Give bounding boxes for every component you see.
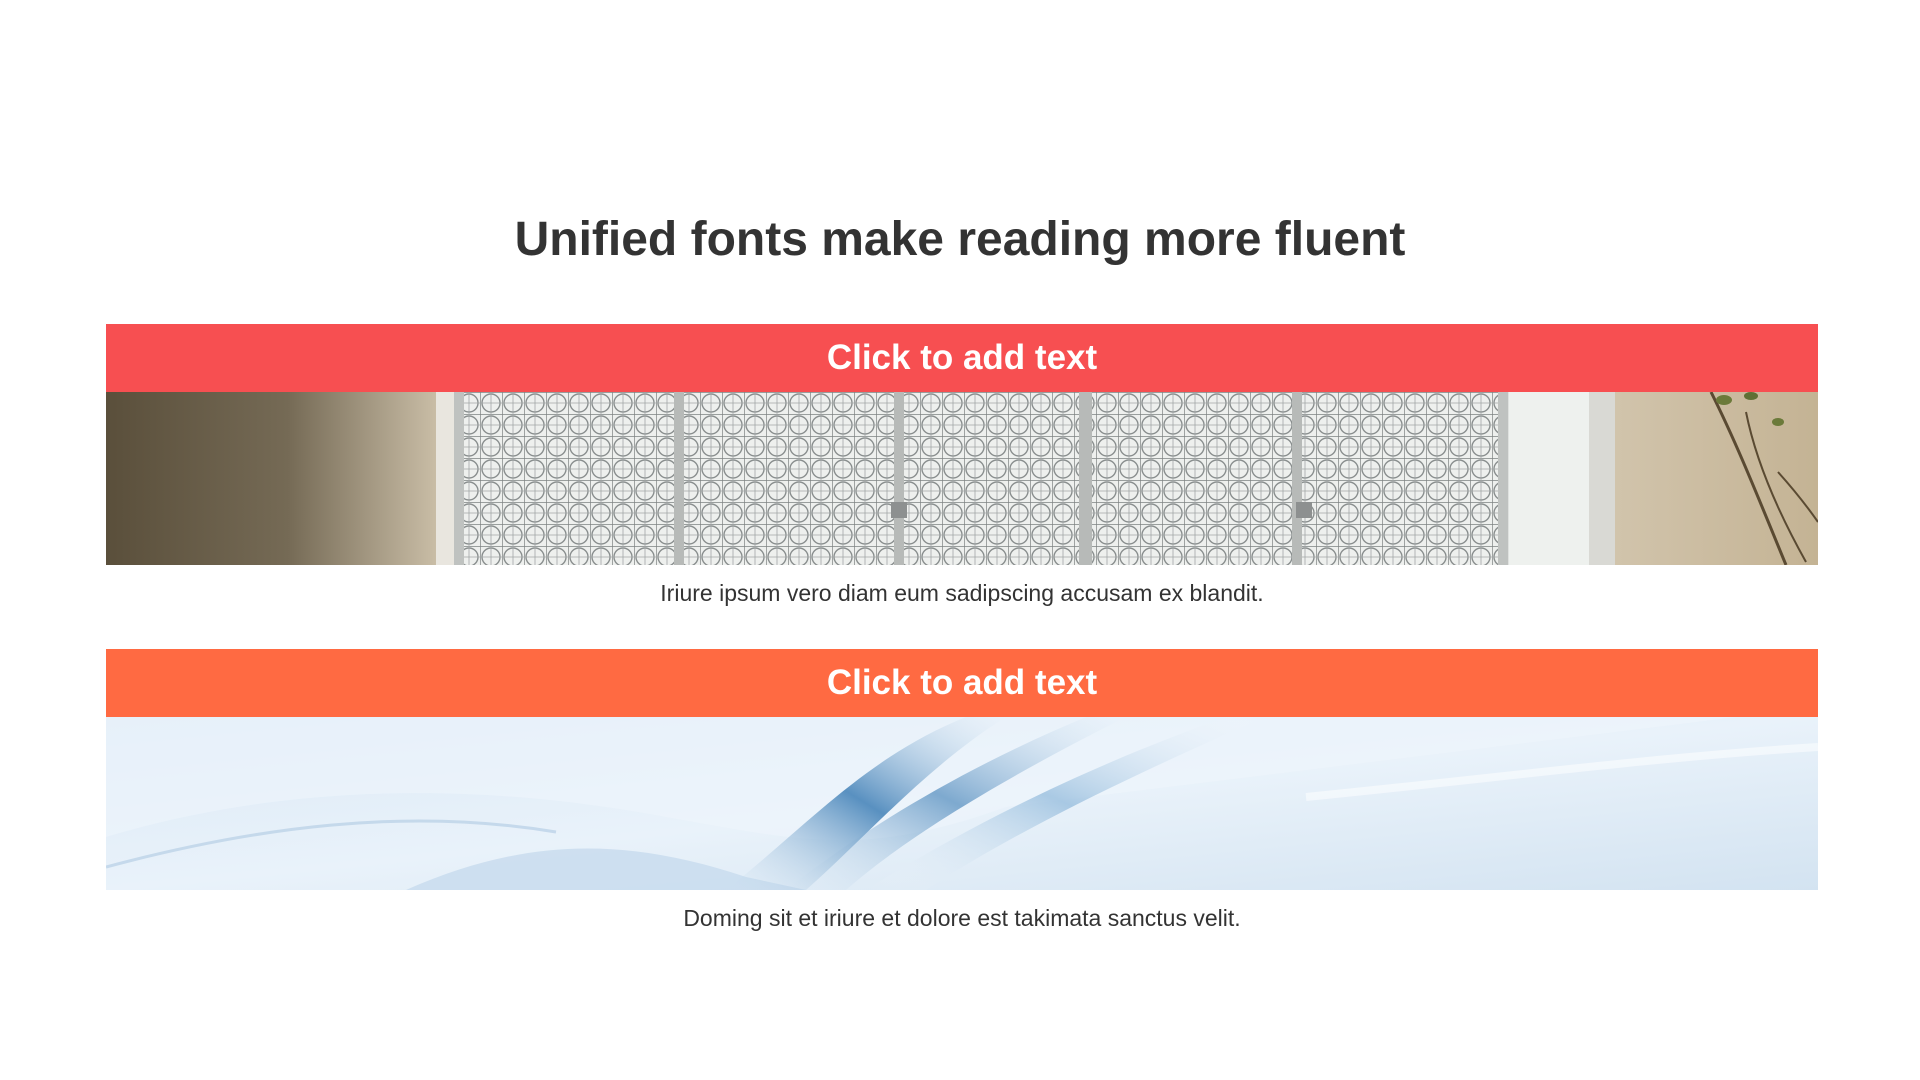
section-1-banner[interactable]: Click to add text xyxy=(106,324,1818,392)
blue-wave-abstract-photo xyxy=(106,717,1818,890)
section-2-banner-label[interactable]: Click to add text xyxy=(826,663,1098,702)
content-section-2: Click to add text xyxy=(106,649,1818,932)
section-2-caption[interactable]: Doming sit et iriure et dolore est takim… xyxy=(683,905,1241,931)
section-1-banner-label[interactable]: Click to add text xyxy=(826,338,1098,377)
section-2-banner[interactable]: Click to add text xyxy=(106,649,1818,717)
content-section-1: Click to add text xyxy=(106,324,1818,607)
section-1-caption[interactable]: Iriure ipsum vero diam eum sadipscing ac… xyxy=(660,580,1264,606)
window-screen-photo xyxy=(106,392,1818,565)
slide-title[interactable]: Unified fonts make reading more fluent xyxy=(514,213,1406,266)
